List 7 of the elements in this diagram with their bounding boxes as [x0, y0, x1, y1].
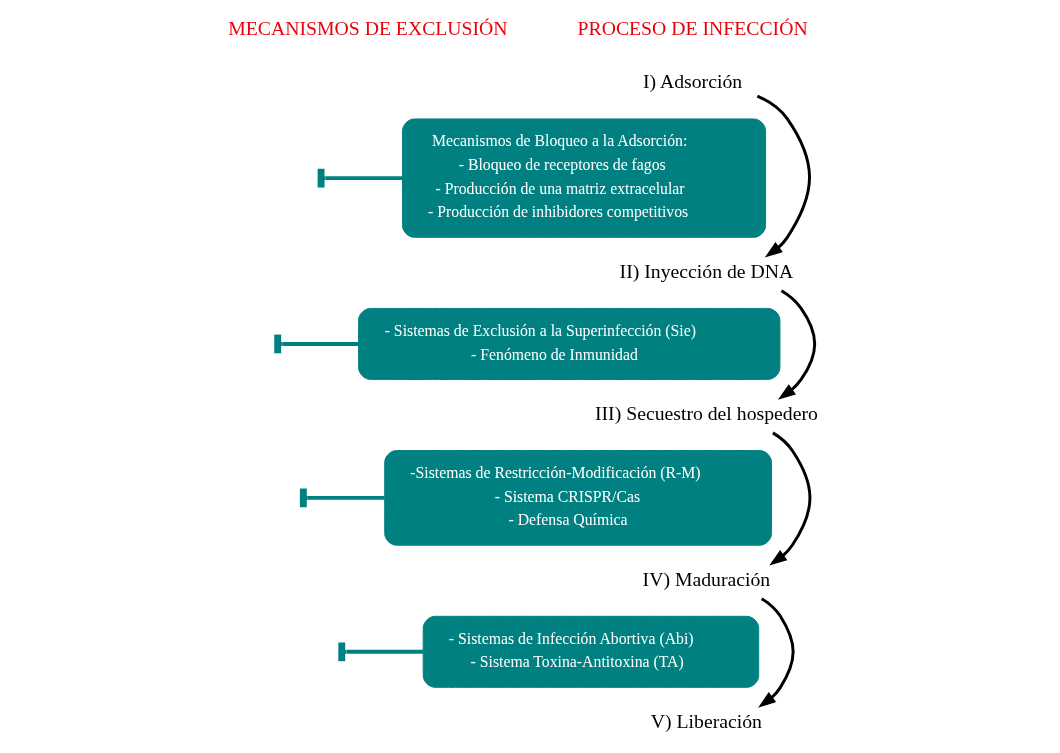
- node-text: III) Secuestro del hospedero: [594, 401, 818, 424]
- node-text: II) Inyección de DNA: [619, 259, 793, 282]
- label: PROCESO DE INFECCIÓN: [577, 17, 808, 40]
- node-text: IV) Maduración: [642, 567, 770, 590]
- node-text: V) Liberación: [650, 709, 762, 732]
- node-text: I) Adsorción: [642, 70, 742, 93]
- label: MECANISMOS DE EXCLUSIÓN: [227, 17, 508, 40]
